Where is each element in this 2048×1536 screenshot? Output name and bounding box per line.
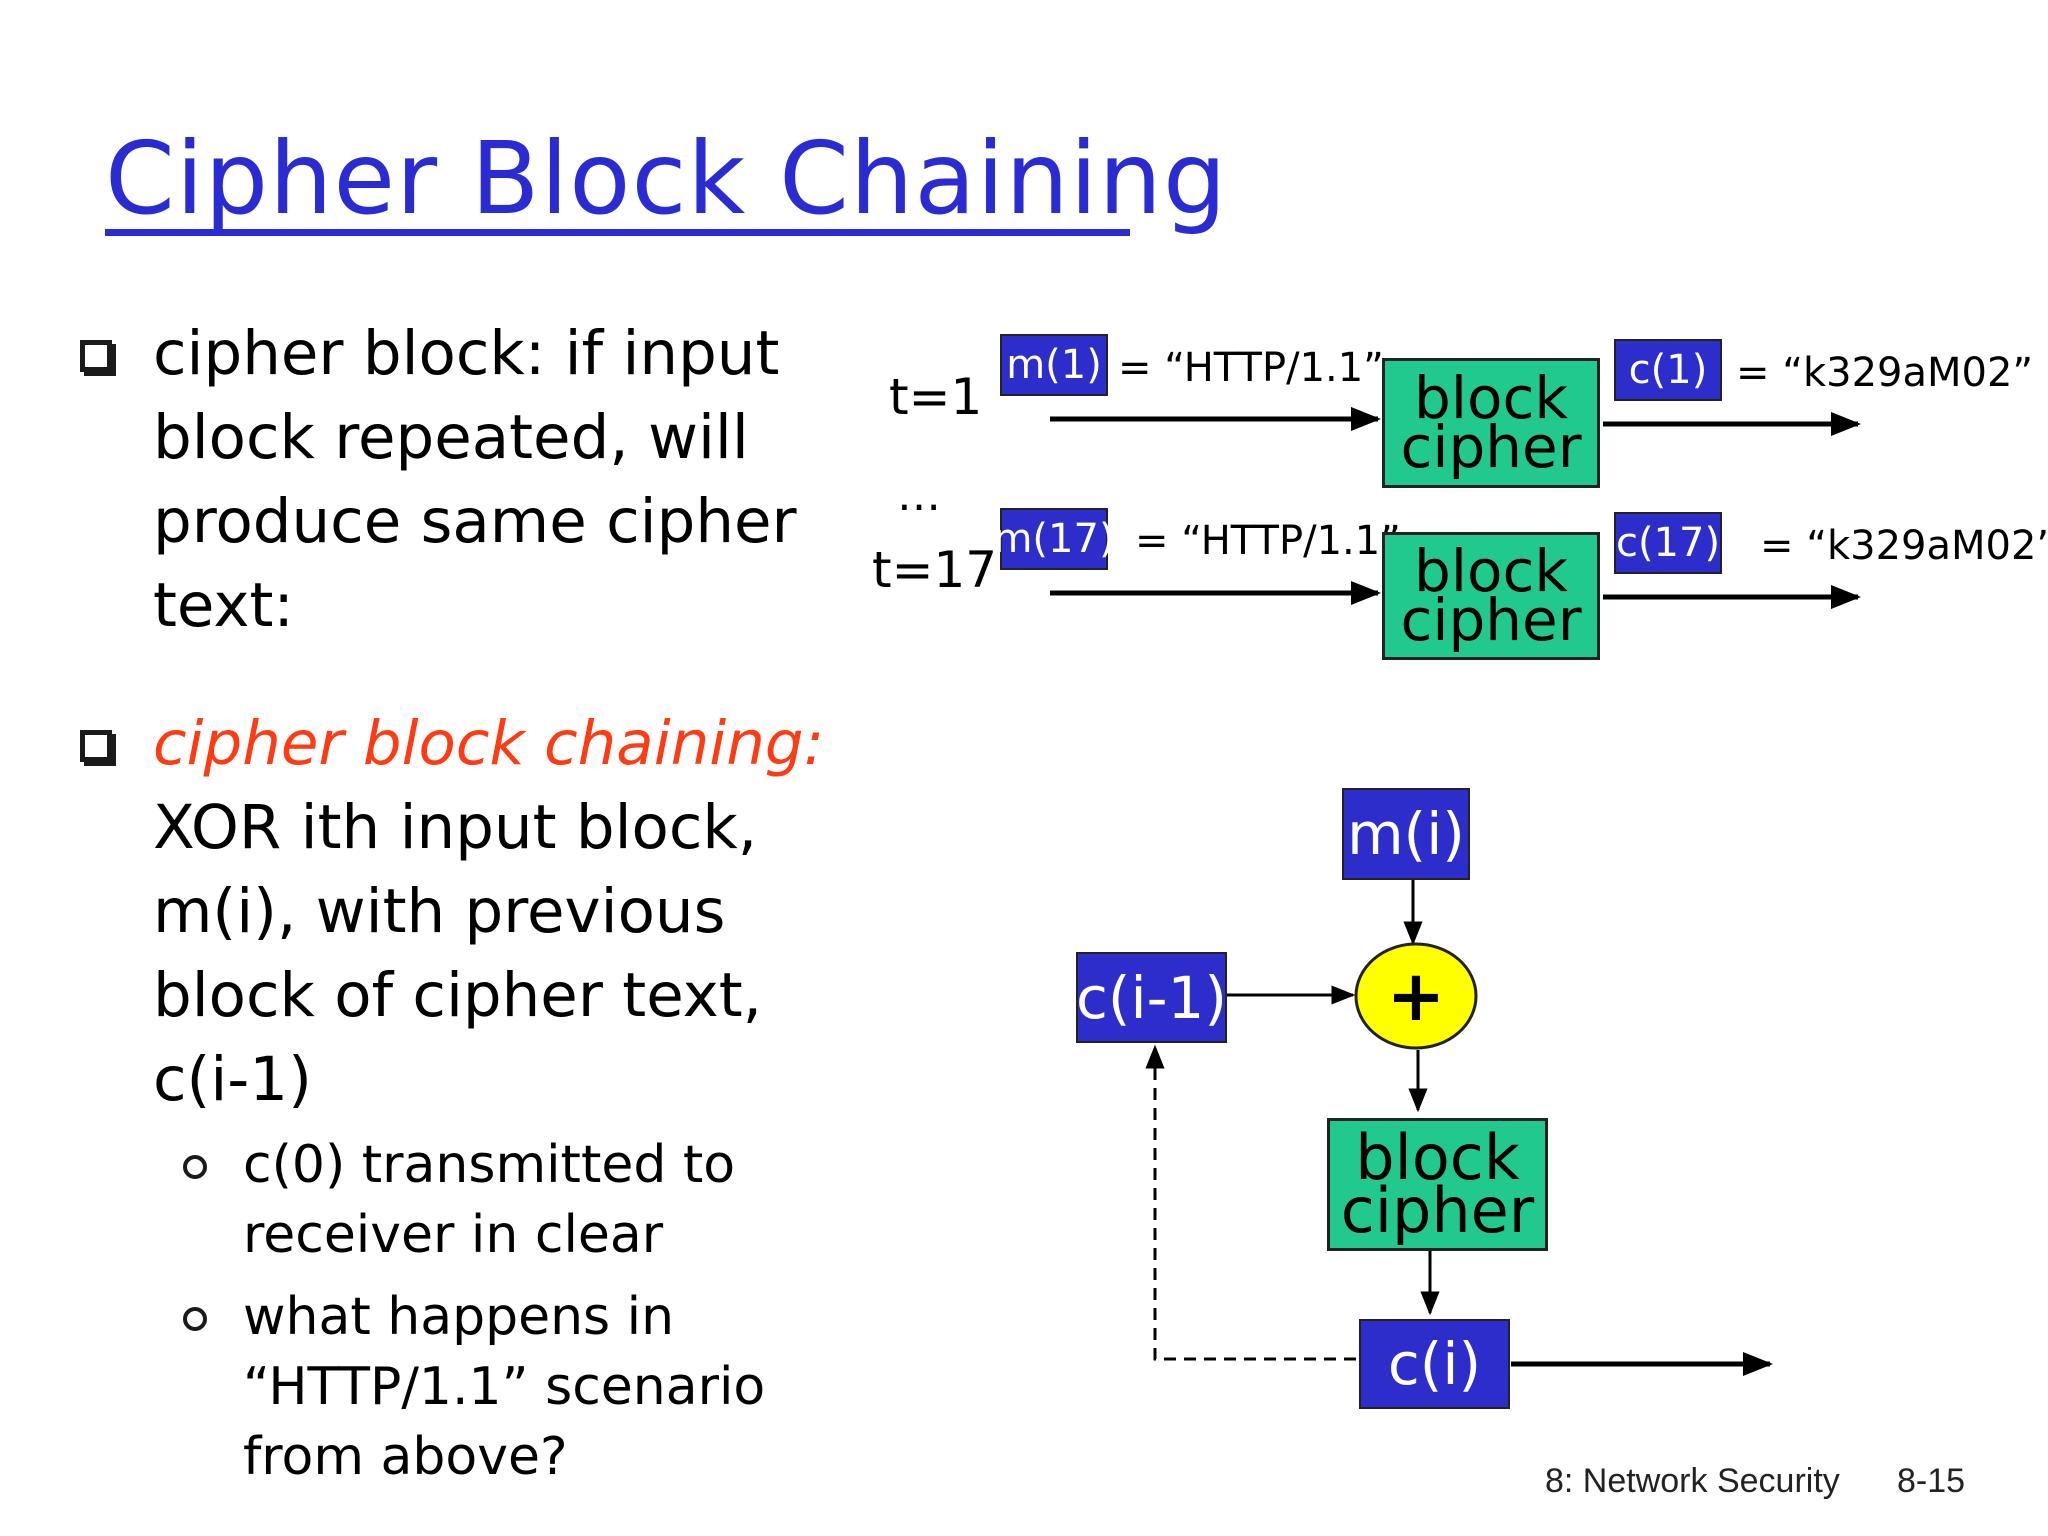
cbc-output-c-i: c(i): [1359, 1319, 1510, 1409]
row-1-cipher-line-2: cipher: [1400, 413, 1582, 481]
row-1-cipher-line-1: block: [1414, 363, 1568, 432]
row-2-input-label: m(17): [993, 508, 1115, 570]
bullet-2-line-3: block of cipher text,: [153, 960, 763, 1031]
row-1-input-value: = “HTTP/1.1”: [1118, 345, 1384, 391]
row-2-output-value: = “k329aM02”: [1760, 523, 2048, 569]
bullet-2-highlight: cipher block chaining:: [153, 708, 825, 779]
row-2-time-label: t=17: [872, 541, 998, 599]
feedback-dashed-arrow: [1145, 1044, 1356, 1361]
row-1-output-label: c(1): [1614, 339, 1722, 401]
cbc-cipher-line-2: cipher: [1340, 1173, 1535, 1247]
slide-title: Cipher Block Chaining: [105, 120, 1228, 237]
bullet-1-line-2: block repeated, will: [153, 402, 749, 473]
bullet-1-text: cipher block: if input block repeated, w…: [153, 312, 797, 648]
footer-page-number: 8-15: [1897, 1462, 1966, 1500]
footer-chapter: 8: Network Security: [1545, 1462, 1840, 1500]
bullet-2-line-2: m(i), with previous: [153, 876, 726, 947]
sub-bullet-1-line-1: c(0) transmitted to: [243, 1135, 736, 1195]
row-1-block-cipher: block cipher: [1382, 358, 1600, 488]
cbc-input-m-i: m(i): [1342, 788, 1470, 880]
bullet-1-line-3: produce same cipher: [153, 486, 797, 557]
cbc-cipher-line-1: block: [1355, 1120, 1520, 1194]
bullet-2-line-4: c(i-1): [153, 1044, 312, 1115]
row-2-cipher-line-2: cipher: [1400, 586, 1582, 654]
bullet-marker-2: [80, 730, 112, 762]
row-2-block-cipher: block cipher: [1382, 532, 1600, 660]
xor-symbol: +: [1386, 955, 1446, 1037]
xor-circle: [1354, 942, 1478, 1050]
row-1-input-label: m(1): [1000, 334, 1108, 396]
bullet-marker-1: [80, 340, 112, 372]
sub-bullet-2-line-2: “HTTP/1.1” scenario: [243, 1357, 766, 1417]
title-underline: [105, 229, 1130, 236]
sub-bullet-2-text: what happens in “HTTP/1.1” scenario from…: [243, 1282, 765, 1492]
sub-bullet-marker-2: [183, 1307, 207, 1331]
bullet-2-text: cipher block chaining: XOR ith input blo…: [153, 702, 824, 1122]
sub-bullet-2-line-3: from above?: [243, 1427, 568, 1487]
sub-bullet-1-text: c(0) transmitted to receiver in clear: [243, 1130, 735, 1270]
cbc-previous-c-i-1: c(i-1): [1076, 952, 1227, 1043]
sub-bullet-1-line-2: receiver in clear: [243, 1205, 664, 1265]
row-2-output-label: c(17): [1614, 512, 1722, 574]
ellipsis-label: …: [897, 470, 941, 521]
bullet-2-line-1: XOR ith input block,: [153, 792, 758, 863]
cbc-block-cipher: block cipher: [1327, 1118, 1548, 1251]
row-1-time-label: t=1: [889, 368, 983, 426]
row-2-cipher-line-1: block: [1414, 536, 1568, 605]
row-1-output-value: = “k329aM02”: [1736, 350, 2034, 396]
row-2-input-value: = “HTTP/1.1”: [1135, 518, 1401, 564]
sub-bullet-marker-1: [183, 1155, 207, 1179]
sub-bullet-2-line-1: what happens in: [243, 1287, 675, 1347]
bullet-1-line-1: cipher block: if input: [153, 318, 780, 389]
bullet-1-line-4: text:: [153, 570, 294, 641]
